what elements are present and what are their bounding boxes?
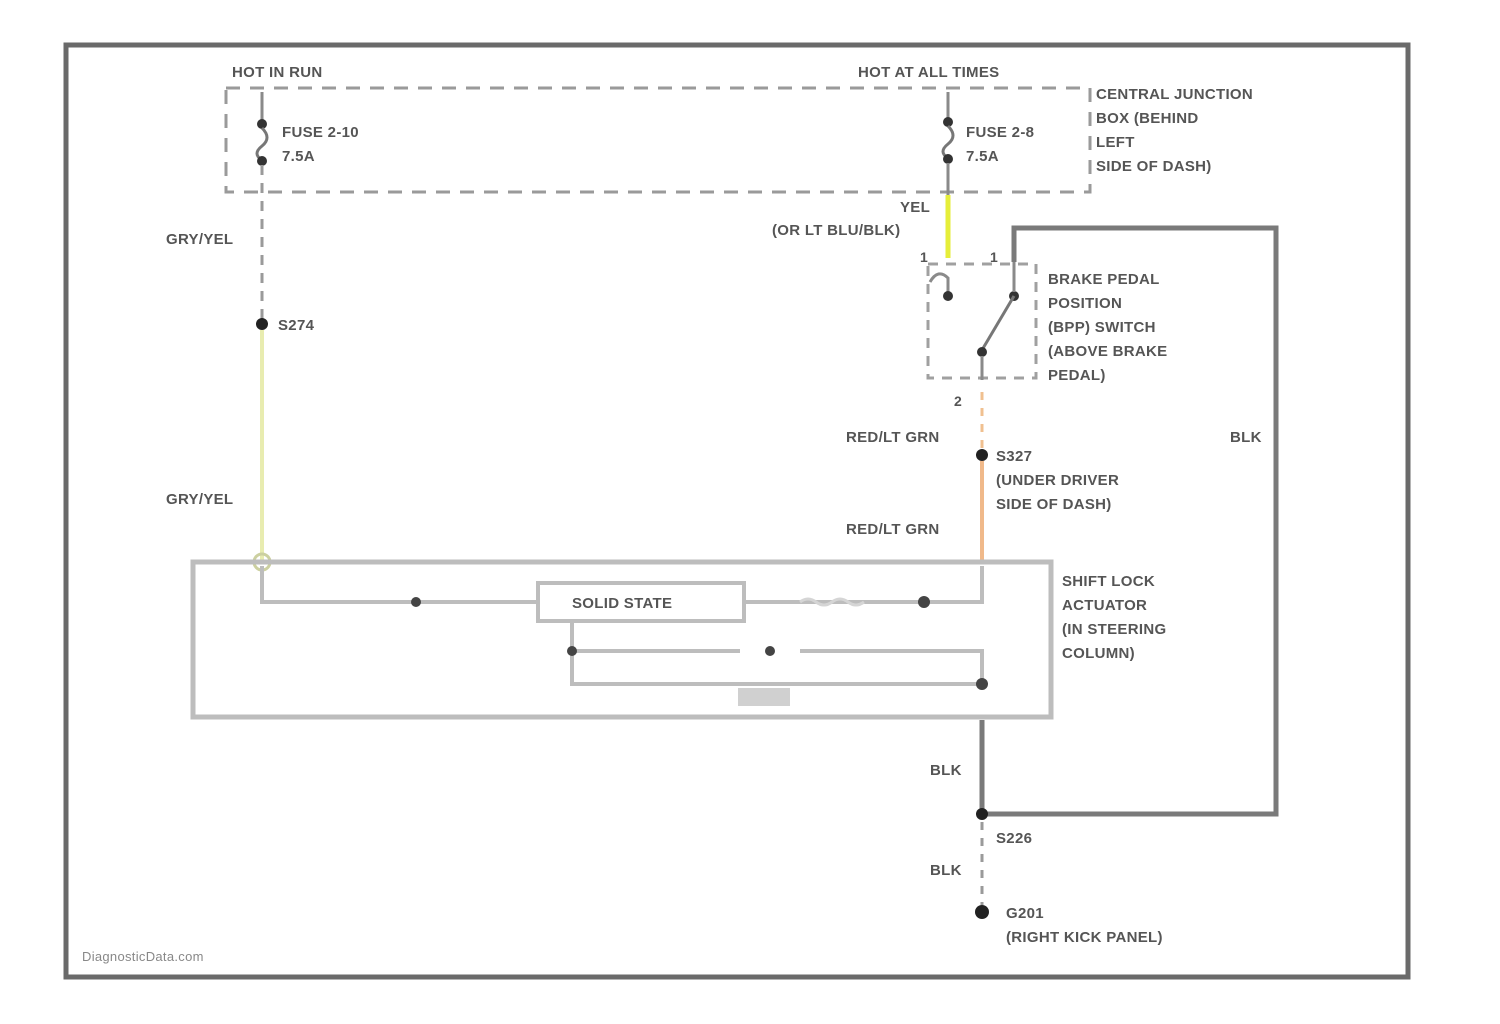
switch-lead xyxy=(928,272,950,292)
solenoid-icon xyxy=(738,688,790,706)
splice-label-s327-loc1: (UNDER DRIVER xyxy=(996,472,1119,489)
fuse-2-10-icon xyxy=(255,126,269,162)
resistor-icon xyxy=(799,597,865,607)
internal-wire xyxy=(570,621,982,686)
splice-label-s327-loc2: SIDE OF DASH) xyxy=(996,496,1112,513)
wire-label-blk-bottom: BLK xyxy=(930,862,962,879)
internal-wire xyxy=(744,566,984,604)
hot-in-run-label: HOT IN RUN xyxy=(232,64,323,81)
splice-label-s327: S327 xyxy=(996,448,1032,465)
wire-label-gry-yel-top: GRY/YEL xyxy=(166,231,233,248)
shift-lock-actuator-outline xyxy=(190,559,1054,720)
actuator-label-2: ACTUATOR xyxy=(1062,597,1147,614)
ground-label: G201 xyxy=(1006,905,1044,922)
solid-state-module xyxy=(536,581,746,623)
fuse-terminal xyxy=(943,117,953,127)
bpp-label-5: PEDAL) xyxy=(1048,367,1106,384)
splice-s226 xyxy=(976,808,988,820)
central-junction-box-outline xyxy=(224,86,1092,194)
cjb-label-1: CENTRAL JUNCTION xyxy=(1096,86,1253,103)
wire-label-red-lt-grn-bottom: RED/LT GRN xyxy=(846,521,940,538)
solid-state-label: SOLID STATE xyxy=(572,595,672,612)
internal-node xyxy=(976,678,988,690)
internal-node xyxy=(918,596,930,608)
splice-s274 xyxy=(256,318,268,330)
watermark: DiagnosticData.com xyxy=(82,949,204,964)
fuse-2-10-rating: 7.5A xyxy=(282,148,315,165)
actuator-label-1: SHIFT LOCK xyxy=(1062,573,1155,590)
internal-wire xyxy=(260,566,538,604)
fuse-2-8-rating: 7.5A xyxy=(966,148,999,165)
bpp-pin-label-1: 1 xyxy=(990,249,998,265)
switch-contact xyxy=(765,646,775,656)
fuse-terminal xyxy=(257,119,267,129)
bpp-label-1: BRAKE PEDAL xyxy=(1048,271,1160,288)
bpp-label-3: (BPP) SWITCH xyxy=(1048,319,1156,336)
switch-contact xyxy=(943,291,953,301)
hot-at-all-times-label: HOT AT ALL TIMES xyxy=(858,64,999,81)
internal-node xyxy=(567,646,577,656)
splice-label-s274: S274 xyxy=(278,317,315,334)
fuse-2-8-icon xyxy=(941,124,955,160)
fuse-terminal xyxy=(943,154,953,164)
wire-label-yel: YEL xyxy=(900,199,930,216)
ground-location-label: (RIGHT KICK PANEL) xyxy=(1006,929,1163,946)
wire-label-yel-alt: (OR LT BLU/BLK) xyxy=(772,222,900,239)
wire-label-red-lt-grn-top: RED/LT GRN xyxy=(846,429,940,446)
internal-node xyxy=(411,597,421,607)
ground-g201-icon xyxy=(975,905,989,919)
bpp-label-4: (ABOVE BRAKE xyxy=(1048,343,1167,360)
cjb-label-2: BOX (BEHIND xyxy=(1096,110,1198,127)
switch-contact xyxy=(977,347,987,357)
wire-blk-loop xyxy=(986,225,1279,817)
bpp-label-2: POSITION xyxy=(1048,295,1122,312)
fuse-terminal xyxy=(257,156,267,166)
wire-label-blk-right: BLK xyxy=(1230,429,1262,446)
fuse-2-10-label: FUSE 2-10 xyxy=(282,124,359,141)
wire-label-blk-lower: BLK xyxy=(930,762,962,779)
cjb-label-4: SIDE OF DASH) xyxy=(1096,158,1212,175)
splice-s327 xyxy=(976,449,988,461)
fuse-2-8-label: FUSE 2-8 xyxy=(966,124,1034,141)
actuator-label-3: (IN STEERING xyxy=(1062,621,1166,638)
splice-label-s226: S226 xyxy=(996,830,1032,847)
internal-wire xyxy=(800,649,984,684)
cjb-label-3: LEFT xyxy=(1096,134,1135,151)
switch-arm xyxy=(980,295,1016,351)
actuator-label-4: COLUMN) xyxy=(1062,645,1135,662)
bpp-pin-label-2: 2 xyxy=(954,393,962,409)
bpp-pin-label-top-left: 1 xyxy=(920,249,928,265)
diagram-frame xyxy=(63,42,1411,980)
wire-label-gry-yel-bottom: GRY/YEL xyxy=(166,491,233,508)
